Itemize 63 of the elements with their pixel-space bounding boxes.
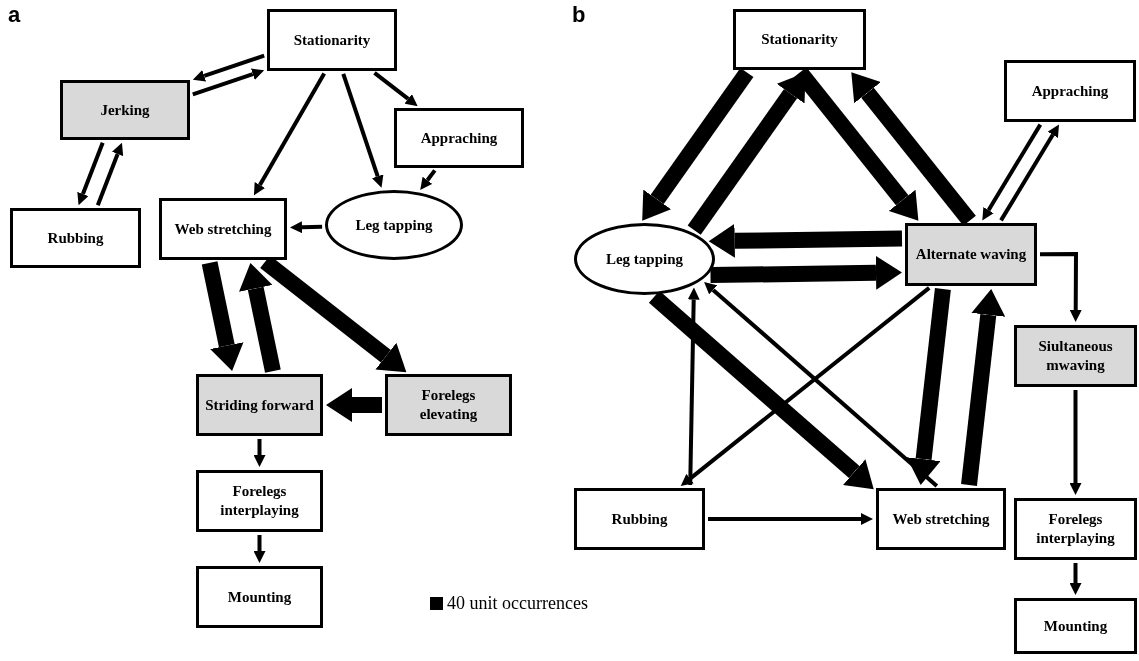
node-label: Jerking bbox=[99, 100, 151, 120]
arrow bbox=[420, 169, 437, 190]
state-box bbox=[196, 470, 323, 532]
state-box bbox=[574, 488, 705, 550]
state-box bbox=[905, 223, 1037, 286]
node-label: Stationarity bbox=[292, 30, 372, 50]
state-box bbox=[733, 9, 866, 70]
arrow bbox=[341, 73, 384, 188]
state-box bbox=[267, 9, 397, 71]
node-label: Forelegs interplaying bbox=[1035, 510, 1116, 548]
arrow bbox=[192, 68, 265, 97]
arrow bbox=[253, 535, 266, 563]
state-ellipse bbox=[574, 223, 715, 295]
arrow bbox=[999, 124, 1059, 222]
arrow bbox=[192, 53, 265, 82]
node-label: Forelegs interplaying bbox=[219, 482, 300, 520]
arrow bbox=[1040, 252, 1082, 322]
node-label: Web stretching bbox=[891, 509, 991, 529]
state-box bbox=[385, 374, 512, 436]
arrow bbox=[373, 71, 418, 107]
arrow bbox=[95, 142, 124, 206]
state-box bbox=[159, 198, 287, 260]
arrow bbox=[290, 221, 323, 234]
block-arrow bbox=[961, 288, 1006, 486]
block-arrow bbox=[201, 261, 244, 372]
node-label: Rubbing bbox=[46, 228, 105, 248]
state-box bbox=[60, 80, 190, 140]
arrow bbox=[982, 123, 1042, 221]
arrow bbox=[253, 439, 266, 467]
block-arrow bbox=[326, 388, 382, 422]
node-label: Leg tapping bbox=[604, 249, 685, 269]
node-label: Stationarity bbox=[760, 30, 839, 49]
state-box bbox=[196, 566, 323, 628]
node-label: Forelegs elevating bbox=[418, 386, 479, 424]
state-box bbox=[876, 488, 1006, 550]
panel-letter: a bbox=[8, 4, 21, 26]
block-arrow bbox=[239, 262, 281, 373]
state-box bbox=[1004, 60, 1136, 122]
arrow bbox=[1069, 390, 1082, 495]
state-box bbox=[394, 108, 524, 168]
arrow bbox=[1069, 563, 1082, 595]
panel-letter: b bbox=[572, 4, 586, 26]
state-box bbox=[10, 208, 141, 268]
node-label: Appraching bbox=[1030, 81, 1110, 101]
arrow bbox=[253, 72, 326, 196]
node-label: Striding forward bbox=[204, 395, 315, 415]
arrow bbox=[708, 513, 873, 525]
arrow bbox=[77, 142, 105, 206]
node-label: Mounting bbox=[226, 587, 293, 607]
state-box bbox=[1014, 598, 1137, 654]
block-arrow bbox=[710, 255, 902, 290]
node-label: Appraching bbox=[419, 128, 499, 148]
node-label: Rubbing bbox=[610, 509, 669, 529]
state-box bbox=[196, 374, 323, 436]
state-box bbox=[1014, 325, 1137, 387]
node-label: Web stretching bbox=[173, 219, 273, 239]
node-label: Alternate waving bbox=[914, 245, 1028, 264]
node-label: Mounting bbox=[1042, 616, 1109, 636]
node-label: Leg tapping bbox=[354, 215, 434, 235]
block-arrow bbox=[906, 288, 951, 486]
node-label: Siultaneous mwaving bbox=[1037, 337, 1114, 375]
legend-text: 40 unit occurrences bbox=[447, 592, 588, 615]
state-box bbox=[1014, 498, 1137, 560]
